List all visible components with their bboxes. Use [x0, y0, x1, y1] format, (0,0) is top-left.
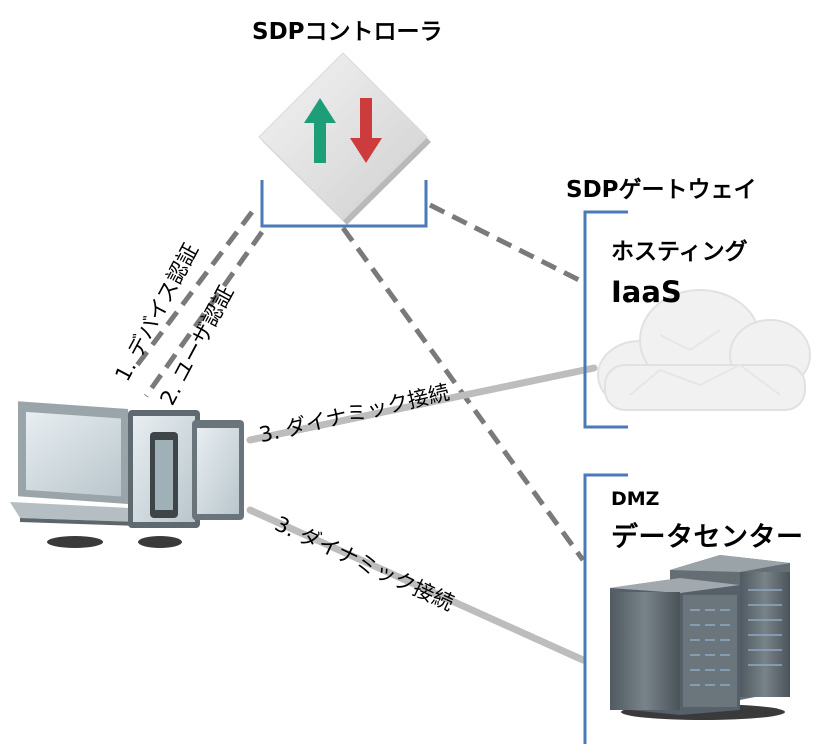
arrow-down-icon [350, 98, 382, 163]
dashed-line-controller-gateway [428, 202, 585, 285]
controller-title: SDPコントローラ [252, 19, 443, 45]
dashed-line-user-auth [143, 230, 265, 398]
server-rack-icon [610, 555, 790, 720]
solid-line-to-dmz [246, 506, 587, 664]
gateway-title: SDPゲートウェイ [566, 177, 757, 203]
iaas-label: IaaS [611, 275, 682, 309]
controller-icon [258, 52, 431, 225]
solid-connections [246, 364, 598, 664]
datacenter-label: データセンター [611, 522, 804, 553]
dashed-line-device-auth [130, 210, 254, 374]
laptop-tablet-icon [10, 401, 244, 548]
gateway-bracket-dmz [583, 473, 628, 744]
arrow-up-icon [304, 98, 336, 163]
hosting-label: ホスティング [611, 239, 748, 265]
dmz-label: DMZ [611, 488, 660, 510]
solid-line-to-cloud [246, 364, 598, 444]
cloud-icon [597, 289, 811, 411]
controller-bracket [260, 180, 428, 228]
gateway-bracket-hosting [583, 210, 628, 429]
